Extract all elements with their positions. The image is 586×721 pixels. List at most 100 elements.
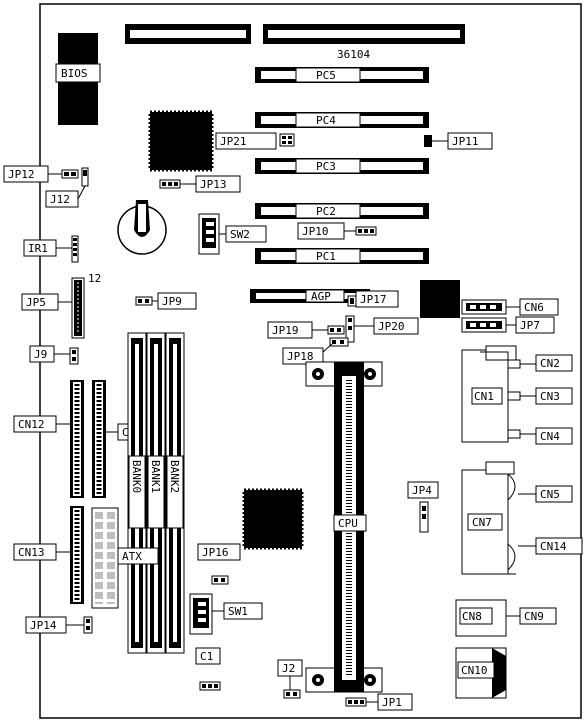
bank0-label: BANK0: [130, 460, 143, 493]
sw1-label: SW1: [228, 605, 248, 618]
pc3-label: PC3: [316, 160, 336, 173]
jp17-label: JP17: [360, 293, 387, 306]
agp-label: AGP: [311, 290, 331, 303]
connector-cn4: CN4: [520, 427, 573, 445]
jumper-jp5: 12 JP5: [21, 272, 101, 339]
j2-label: J2: [282, 662, 295, 675]
cn1-label: CN1: [474, 390, 494, 403]
connector-cn5: CN5: [518, 485, 573, 503]
pc1-label: PC1: [316, 250, 336, 263]
cn8-label: CN8: [462, 610, 482, 623]
jumper-jp19: JP19: [267, 321, 345, 339]
pc2-label: PC2: [316, 205, 336, 218]
jumper-jp14: JP14: [25, 616, 93, 634]
connector-cn13: CN13: [13, 506, 84, 604]
cpu-label: CPU: [338, 517, 358, 530]
jp11-label: JP11: [452, 135, 479, 148]
jp19-label: JP19: [272, 324, 299, 337]
connector-ir1: IR1: [23, 235, 79, 263]
jp7-label: JP7: [520, 319, 540, 332]
pc5-label: PC5: [316, 69, 336, 82]
connector-cn6: CN6: [461, 298, 559, 316]
north-chipset: [148, 110, 214, 172]
jp16-label: JP16: [202, 546, 229, 559]
cn3-label: CN3: [540, 390, 560, 403]
jumper-jp18: JP18: [282, 337, 349, 365]
j12-label: J12: [50, 193, 70, 206]
connector-cn12: CN12: [13, 380, 84, 498]
io-chip: [242, 488, 304, 550]
jumper-jp11: JP11: [424, 132, 493, 150]
pci-slot-pc3: PC3: [255, 158, 429, 174]
bios-chip: BIOS: [55, 33, 101, 125]
cn9-label: CN9: [524, 610, 544, 623]
bank2-label: BANK2: [168, 460, 181, 493]
atx-power-connector: ATX: [91, 507, 159, 609]
jumper-jp17: JP17: [347, 290, 399, 308]
pci-slot-pc5: PC5: [255, 67, 429, 83]
connector-cn3: CN3: [520, 387, 573, 405]
cn7-label: CN7: [472, 516, 492, 529]
jumper-j9: J9: [29, 345, 79, 365]
jumper-jp13: JP13: [159, 175, 241, 193]
c1-label: C1: [200, 650, 213, 663]
cn10-label: CN10: [461, 664, 488, 677]
jumper-jp10: JP10: [297, 222, 377, 240]
switch-sw1: SW1: [189, 593, 263, 635]
jumper-jp20: JP20: [345, 315, 419, 343]
jp1-label: JP1: [382, 696, 402, 709]
jp14-label: JP14: [30, 619, 57, 632]
pci-slot-pc1: PC1: [255, 248, 429, 264]
top-slot-right: [263, 24, 465, 44]
pci-slot-pc2: PC2: [255, 203, 429, 219]
jp18-label: JP18: [287, 350, 314, 363]
cn6-label: CN6: [524, 301, 544, 314]
jp9-label: JP9: [162, 295, 182, 308]
pci-slot-pc4: PC4: [255, 112, 429, 128]
connector-cn2: CN2: [520, 354, 573, 372]
ir1-label: IR1: [28, 242, 48, 255]
atx-label: ATX: [122, 550, 142, 563]
board-model-number: 36104: [337, 48, 370, 61]
cpu-slot: CPU: [305, 361, 383, 693]
cn14-label: CN14: [540, 540, 567, 553]
bios-label: BIOS: [61, 67, 88, 80]
cn2-label: CN2: [540, 357, 560, 370]
cmos-battery: [117, 200, 167, 255]
dimm-bank2: BANK2: [165, 332, 185, 654]
jp4-label: JP4: [412, 484, 432, 497]
connector-c1: C1: [195, 647, 221, 691]
south-chipset: [420, 280, 460, 318]
agp-slot: AGP: [250, 289, 370, 303]
connector-cn10: CN10: [455, 647, 507, 699]
cn13-label: CN13: [18, 546, 45, 559]
jumper-jp9: JP9: [135, 292, 197, 310]
jumper-jp7: JP7: [461, 316, 555, 334]
jp12-label: JP12: [8, 168, 35, 181]
jp13-label: JP13: [200, 178, 227, 191]
pin12-label: 12: [88, 272, 101, 285]
sw2-label: SW2: [230, 228, 250, 241]
jp10-label: JP10: [302, 225, 329, 238]
jp21-label: JP21: [220, 135, 247, 148]
connector-cn7: CN7: [461, 461, 516, 575]
jumper-jp12: JP12: [3, 165, 79, 183]
connector-cn8: CN8: [455, 599, 520, 637]
cn12-label: CN12: [18, 418, 45, 431]
connector-cn14: CN14: [518, 537, 583, 555]
bank1-label: BANK1: [149, 460, 162, 493]
jumper-jp4: JP4: [407, 481, 439, 533]
switch-sw2: SW2: [198, 213, 267, 255]
jumper-jp1: JP1: [345, 693, 413, 711]
cn4-label: CN4: [540, 430, 560, 443]
jumper-j12: J12: [45, 167, 89, 208]
dimm-bank0: BANK0: [127, 332, 147, 654]
jp20-label: JP20: [378, 320, 405, 333]
jumper-j2: J2: [277, 659, 303, 699]
dimm-bank1: BANK1: [146, 332, 166, 654]
connector-cn1: CN1: [461, 345, 521, 443]
pc4-label: PC4: [316, 114, 336, 127]
jumper-jp16: JP16: [197, 543, 241, 585]
jumper-jp21: JP21: [215, 132, 295, 150]
